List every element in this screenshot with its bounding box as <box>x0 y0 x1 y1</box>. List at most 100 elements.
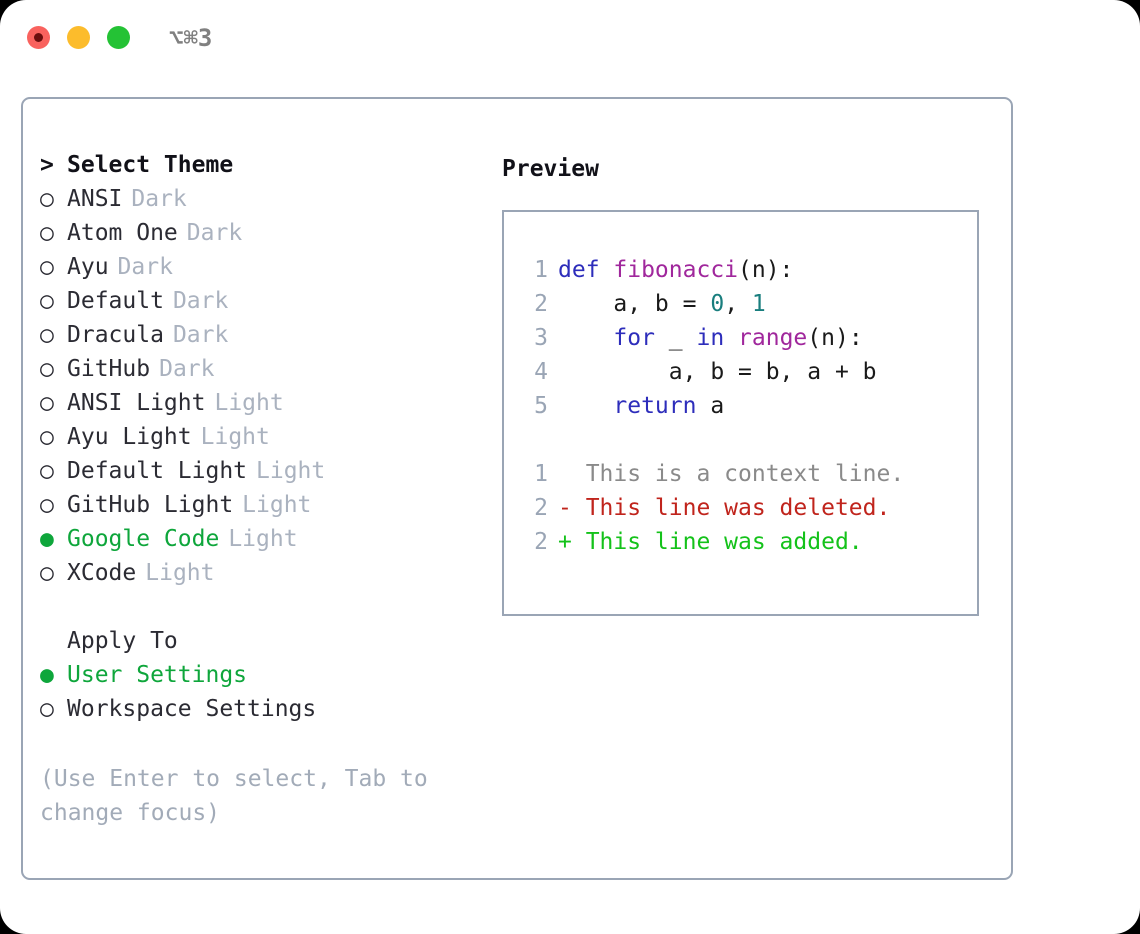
code-token: a, b = b, a + b <box>558 359 877 385</box>
theme-variant-badge: Light <box>214 390 284 416</box>
code-token: range <box>738 325 808 351</box>
theme-variant-badge: Dark <box>172 322 229 348</box>
apply-to-option-user-settings[interactable]: ● User Settings <box>40 662 480 696</box>
code-token: fibonacci <box>613 257 739 283</box>
theme-list-title: Select Theme <box>67 152 234 178</box>
theme-variant-badge: Light <box>256 458 326 484</box>
theme-option-atom-one[interactable]: ○ Atom One Dark <box>40 220 480 254</box>
theme-option-label: Default Light <box>67 458 248 484</box>
close-icon <box>34 33 43 42</box>
code-token <box>558 393 613 419</box>
code-token: return <box>613 393 697 419</box>
radio-unselected-icon: ○ <box>40 424 54 450</box>
code-line-text: for _ in range(n): <box>548 325 863 351</box>
radio-unselected-icon: ○ <box>40 492 54 518</box>
line-number: 1 <box>534 461 548 487</box>
code-line-text: def fibonacci(n): <box>548 257 793 283</box>
theme-variant-badge: Dark <box>186 220 243 246</box>
code-token: a, b = <box>558 291 711 317</box>
code-token: This is a context line. <box>558 461 905 487</box>
line-number: 2 <box>534 291 548 317</box>
theme-variant-badge: Light <box>242 492 312 518</box>
code-token: - This line was deleted. <box>558 495 891 521</box>
line-number: 4 <box>534 359 548 385</box>
apply-to-option-workspace-settings[interactable]: ○ Workspace Settings <box>40 696 480 730</box>
radio-unselected-icon: ○ <box>40 254 54 280</box>
code-token: 0 <box>710 291 725 317</box>
code-line-text: - This line was deleted. <box>548 495 890 521</box>
code-line-text <box>548 427 558 453</box>
code-line: 2 - This line was deleted. <box>520 491 973 525</box>
code-line-text: a, b = 0, 1 <box>548 291 766 317</box>
radio-unselected-icon: ○ <box>40 220 54 246</box>
window-title-bar: ⌥⌘3 <box>0 0 1140 78</box>
code-token <box>724 325 738 351</box>
line-number: 1 <box>534 257 548 283</box>
line-number: 3 <box>534 325 548 351</box>
apply-to-option-label: Workspace Settings <box>67 696 317 722</box>
code-line-text: + This line was added. <box>548 529 863 555</box>
theme-option-ansi[interactable]: ○ ANSI Dark <box>40 186 480 220</box>
code-line: 5 return a <box>520 389 973 423</box>
radio-unselected-icon: ○ <box>40 356 54 382</box>
radio-unselected-icon: ○ <box>40 696 54 722</box>
code-token: def <box>558 257 614 283</box>
code-line-text: a, b = b, a + b <box>548 359 877 385</box>
theme-option-label: Ayu <box>67 254 109 280</box>
prompt-caret-icon: > <box>40 152 54 178</box>
keyboard-hint-text: (Use Enter to select, Tab to change focu… <box>40 766 442 826</box>
theme-variant-badge: Light <box>200 424 270 450</box>
theme-option-label: ANSI <box>67 186 123 212</box>
minimize-button[interactable] <box>67 26 90 49</box>
theme-option-label: Default <box>67 288 164 314</box>
apply-to-option-label: User Settings <box>67 662 248 688</box>
theme-variant-badge: Light <box>228 526 298 552</box>
theme-option-google-code[interactable]: ● Google Code Light <box>40 526 480 560</box>
theme-variant-badge: Dark <box>172 288 229 314</box>
theme-option-label: ANSI Light <box>67 390 206 416</box>
code-token: , <box>724 291 752 317</box>
apply-to-option-list: ● User Settings ○ Workspace Settings <box>40 662 480 730</box>
code-line: 4 a, b = b, a + b <box>520 355 973 389</box>
code-token: a <box>696 393 725 419</box>
theme-option-label: Atom One <box>67 220 178 246</box>
code-token: 1 <box>751 291 766 317</box>
radio-selected-icon: ● <box>40 526 54 552</box>
line-number: 5 <box>534 393 548 419</box>
line-number: 2 <box>534 495 548 521</box>
code-token: (n): <box>738 257 794 283</box>
theme-variant-badge: Dark <box>131 186 187 212</box>
code-token: _ <box>654 325 697 351</box>
keyboard-shortcut-label: ⌥⌘3 <box>169 24 213 52</box>
radio-unselected-icon: ○ <box>40 560 54 586</box>
radio-unselected-icon: ○ <box>40 186 54 212</box>
theme-option-default[interactable]: ○ Default Dark <box>40 288 480 322</box>
theme-variant-badge: Dark <box>159 356 215 382</box>
code-token: for <box>613 325 655 351</box>
theme-option-ansi-light[interactable]: ○ ANSI Light Light <box>40 390 480 424</box>
code-token: + This line was added. <box>558 529 863 555</box>
theme-option-label: Google Code <box>67 526 220 552</box>
code-token: (n): <box>807 325 863 351</box>
radio-selected-icon: ● <box>40 662 54 688</box>
radio-unselected-icon: ○ <box>40 390 54 416</box>
radio-unselected-icon: ○ <box>40 288 54 314</box>
line-number: 2 <box>534 529 548 555</box>
code-line: 3 for _ in range(n): <box>520 321 973 355</box>
code-line-text: This is a context line. <box>548 461 905 487</box>
maximize-button[interactable] <box>107 26 130 49</box>
